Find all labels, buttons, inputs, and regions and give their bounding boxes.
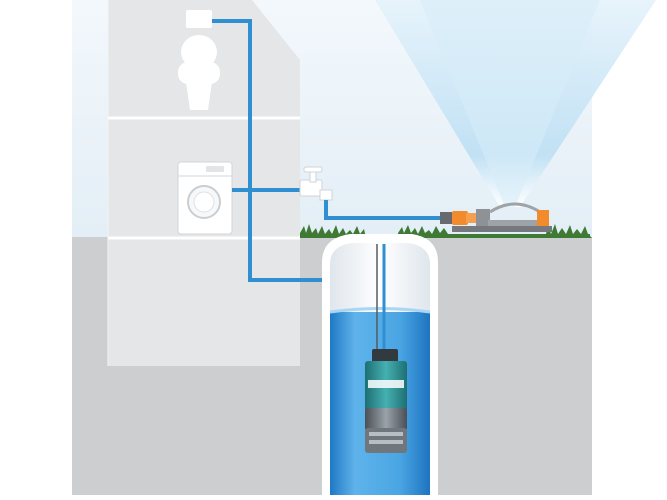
faucet-icon [250,166,333,201]
garden-hose [324,200,448,220]
washing-machine-icon [177,161,233,235]
submersible-pump-icon [365,349,407,453]
toilet-icon [178,10,220,110]
sprinkler-spray-core [420,0,600,207]
oscillating-sprinkler-icon [440,202,552,232]
